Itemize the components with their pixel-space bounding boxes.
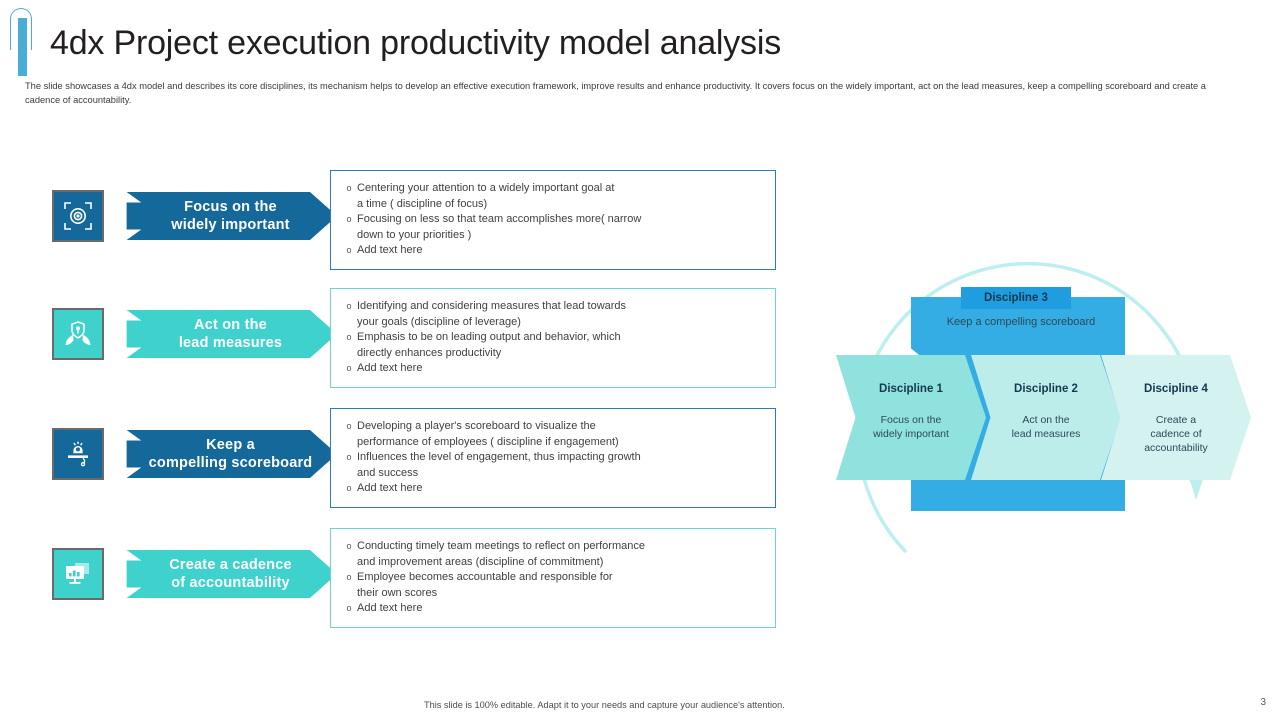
cycle-chevron-title: Discipline 1 (879, 383, 943, 395)
bullet-text: Conducting timely team meetings to refle… (357, 540, 645, 568)
slide-subtitle: The slide showcases a 4dx model and desc… (25, 81, 1206, 105)
bullet-marker-icon: o (346, 572, 352, 583)
discipline-cycle-chevron[interactable]: Discipline 1 Focus on the widely importan… (836, 355, 986, 480)
bullet-text: Developing a player's scoreboard to visu… (357, 420, 619, 448)
discipline-detail-box: o Developing a player's scoreboard to vis… (330, 408, 776, 508)
discipline-3-badge: Discipline 3 (961, 287, 1071, 309)
page-number: 3 (1260, 697, 1266, 708)
bullet-text: Employee becomes accountable and respons… (357, 571, 613, 599)
cycle-chevron-title: Discipline 4 (1144, 383, 1208, 395)
cycle-diagram: Discipline 3 Keep a compelling scoreboar… (806, 182, 1258, 622)
discipline-row: Keep a compelling scoreboard o Developing … (0, 406, 790, 516)
discipline-cycle-chevron[interactable]: Discipline 4 Create a cadence of accounta… (1101, 355, 1251, 480)
bullet-text: Emphasis to be on leading output and beh… (357, 331, 621, 359)
scoreboard-person-icon (63, 439, 93, 469)
discipline-icon-box[interactable] (52, 548, 104, 600)
discipline-row: Focus on the widely important o Centering … (0, 168, 790, 278)
discipline-icon-box[interactable] (52, 308, 104, 360)
discipline-icon-box[interactable] (52, 190, 104, 242)
footer-note: This slide is 100% editable. Adapt it to… (424, 700, 785, 710)
bullet-item: o Add text here (341, 243, 763, 259)
bullet-item: o Centering your attention to a widely im… (341, 181, 763, 212)
bullet-item: o Employee becomes accountable and respon… (341, 570, 763, 601)
bullet-marker-icon: o (346, 483, 352, 494)
discipline-chevron-banner[interactable]: Keep a compelling scoreboard (112, 430, 337, 478)
bullet-item: o Developing a player's scoreboard to vis… (341, 419, 763, 450)
discipline-row: Act on the lead measures o Identifying and… (0, 286, 790, 396)
bullet-marker-icon: o (346, 421, 352, 431)
discipline-chevron-banner[interactable]: Create a cadence of accountability (112, 550, 337, 598)
bullet-marker-icon: o (346, 603, 352, 614)
bullet-text: Identifying and considering measures tha… (357, 300, 627, 328)
discipline-icon-box[interactable] (52, 428, 104, 480)
bullet-marker-icon: o (346, 183, 352, 193)
cycle-chevron-body: Act on the lead measures (1011, 414, 1081, 440)
bullet-text: Add text here (357, 602, 423, 615)
bullet-text: Add text here (357, 244, 423, 257)
bullet-item: o Influences the level of engagement, thu… (341, 450, 763, 481)
bullet-item: o Add text here (341, 361, 763, 377)
bullet-item: o Conducting timely team meetings to refl… (341, 539, 763, 570)
bullet-item: o Focusing on less so that team accomplis… (341, 212, 763, 243)
discipline-cycle-chevron[interactable]: Discipline 2 Act on the lead measures (971, 355, 1121, 480)
discipline-chevron-label: Keep a compelling scoreboard (148, 437, 313, 471)
discipline-row: Create a cadence of accountability o Condu… (0, 526, 790, 636)
discipline-3-badge-label: Discipline 3 (984, 292, 1048, 304)
bullet-marker-icon: o (346, 363, 352, 374)
bullet-item: o Identifying and considering measures th… (341, 299, 763, 330)
discipline-chevron-label: Create a cadence of accountability (169, 557, 292, 591)
page-title: 4dx Project execution productivity model… (50, 24, 782, 62)
bullet-marker-icon: o (346, 452, 352, 463)
title-accent-cap (10, 8, 32, 50)
discipline-detail-box: o Centering your attention to a widely im… (330, 170, 776, 270)
discipline-chevron-banner[interactable]: Focus on the widely important (112, 192, 337, 240)
monitor-report-icon (62, 559, 94, 589)
cycle-chevron-body: Focus on the widely important (873, 414, 949, 440)
discipline-3-body: Keep a compelling scoreboard (946, 316, 1096, 328)
bullet-text: Centering your attention to a widely imp… (357, 182, 615, 210)
cycle-chevron-body: Create a cadence of accountability (1144, 414, 1208, 454)
bullet-marker-icon: o (346, 214, 352, 225)
discipline-chevron-label: Focus on the widely important (171, 199, 290, 233)
discipline-chevron-banner[interactable]: Act on the lead measures (112, 310, 337, 358)
bullet-marker-icon: o (346, 332, 352, 343)
discipline-detail-box: o Identifying and considering measures th… (330, 288, 776, 388)
discipline-chevron-label: Act on the lead measures (178, 317, 283, 351)
cycle-chevron-title: Discipline 2 (1014, 383, 1078, 395)
bullet-text: Influences the level of engagement, thus… (357, 451, 641, 479)
target-focus-icon (63, 201, 93, 231)
bullet-text: Focusing on less so that team accomplish… (357, 213, 642, 241)
bullet-marker-icon: o (346, 245, 352, 256)
bullet-item: o Emphasis to be on leading output and b… (341, 330, 763, 361)
bullet-text: Add text here (357, 482, 423, 495)
hands-shield-icon (62, 319, 94, 349)
bullet-item: o Add text here (341, 601, 763, 617)
bullet-item: o Add text here (341, 481, 763, 497)
bullet-marker-icon: o (346, 541, 352, 551)
discipline-detail-box: o Conducting timely team meetings to refl… (330, 528, 776, 628)
bullet-marker-icon: o (346, 301, 352, 311)
title-accent-bar (18, 18, 27, 76)
bullet-text: Add text here (357, 362, 423, 375)
